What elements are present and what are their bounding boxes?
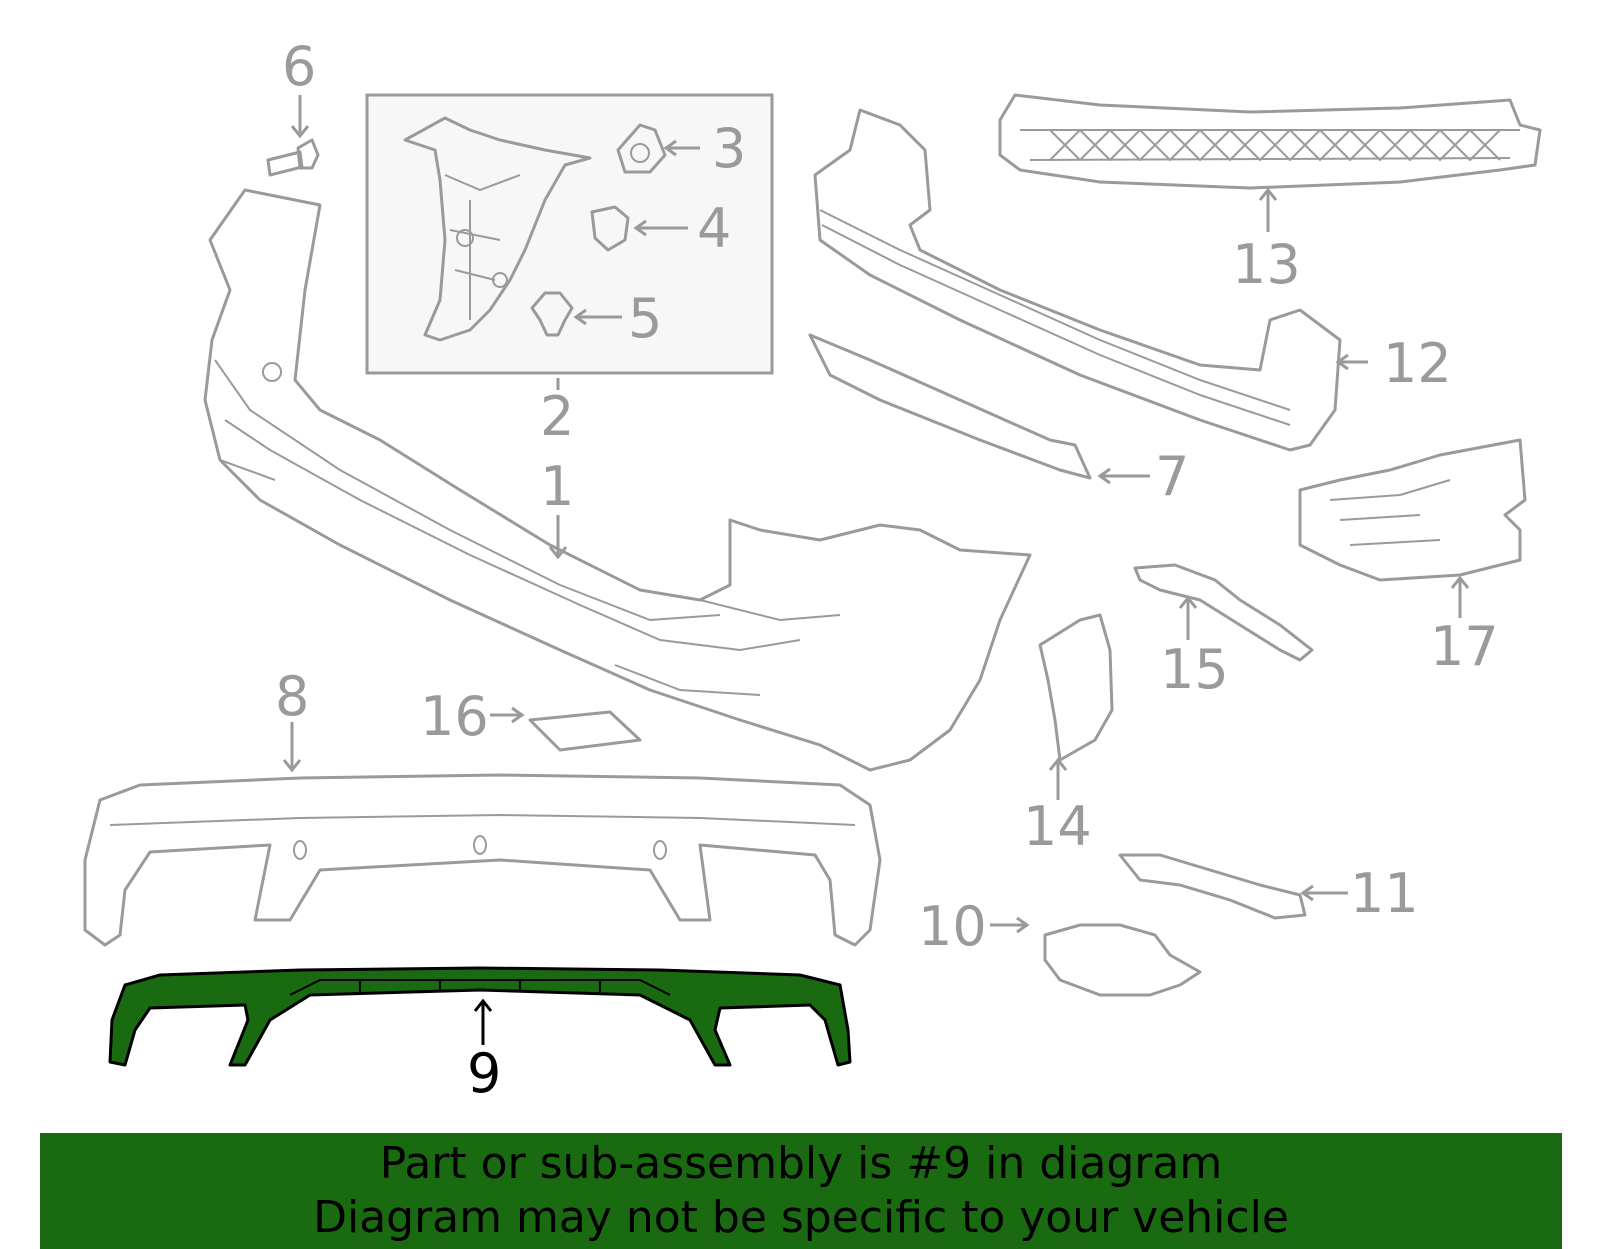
callout-7: 7 [1155,445,1189,508]
part-8-diffuser [83,773,882,947]
callout-13: 13 [1232,233,1301,296]
part-1-bumper-cover [203,188,1032,772]
part-12-reinforcement [813,108,1342,452]
part-2-bracket [403,116,592,342]
callout-17: 17 [1430,615,1499,678]
part-10-exhaust-tip [1043,923,1202,997]
callout-5: 5 [628,287,662,350]
callout-8: 8 [275,665,309,728]
callout-11: 11 [1350,862,1419,925]
callout-15: 15 [1160,638,1229,701]
part-7-strip [808,333,1092,480]
part-14-trim [1038,613,1114,762]
part-15-bracket [1133,563,1314,662]
info-banner: Part or sub-assembly is #9 in diagram Di… [40,1133,1562,1249]
callout-4: 4 [697,197,731,260]
part-2-group-box [365,93,774,375]
part-5-push-clip [530,291,574,337]
callout-12: 12 [1383,332,1452,395]
part-6-bolt [266,138,320,177]
part-3-clip [616,123,667,174]
callout-2: 2 [540,385,574,448]
callout-10: 10 [918,895,987,958]
banner-line-1: Part or sub-assembly is #9 in diagram [379,1138,1223,1189]
callout-14: 14 [1023,795,1092,858]
banner-line-2: Diagram may not be specific to your vehi… [313,1192,1289,1243]
callout-9: 9 [467,1042,501,1105]
callout-3: 3 [712,117,746,180]
callout-16: 16 [420,685,489,748]
part-17-bracket [1298,438,1527,582]
part-13-absorber [998,93,1542,190]
callout-6: 6 [282,35,316,98]
part-4-nut [590,205,630,252]
part-16-cover [528,710,642,752]
part-11-bracket [1118,853,1307,920]
callout-1: 1 [540,455,574,518]
